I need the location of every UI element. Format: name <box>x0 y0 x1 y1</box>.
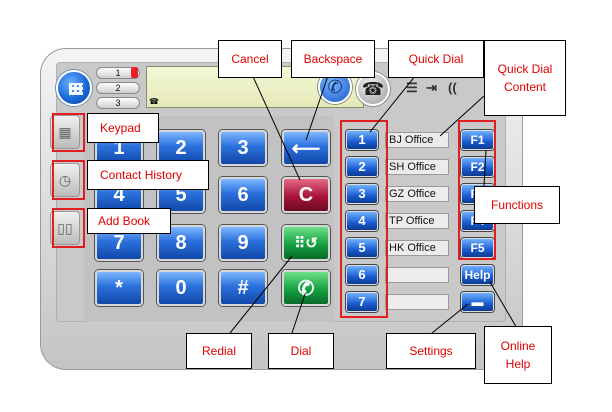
key-0[interactable]: 0 <box>157 270 205 306</box>
backspace-leader <box>305 69 331 141</box>
keypad-highlight <box>52 113 85 152</box>
hang-up-icon: ☎ <box>361 78 385 99</box>
keypad-icon: ▦ <box>58 123 72 140</box>
key-hash[interactable]: # <box>219 270 267 306</box>
clock-icon: ◷ <box>58 171 72 188</box>
quick-dial-4[interactable]: 4 <box>346 211 378 231</box>
quick-dial-6[interactable]: 6 <box>346 265 378 285</box>
quick-dial-leader <box>369 69 421 133</box>
add-book-callout: Add Book <box>87 208 171 234</box>
phone-status-icon: ☎ <box>149 97 159 106</box>
quick-dial-3[interactable]: 3 <box>346 184 378 204</box>
conference-icon[interactable]: (( <box>448 80 457 95</box>
redial-callout: Redial <box>186 333 252 369</box>
quick-dial-callout: Quick Dial <box>388 40 484 78</box>
dial-callout: Dial <box>268 333 334 369</box>
online-help-callout: Online Help <box>484 326 552 384</box>
quick-dial-content-4[interactable]: TP Office <box>385 213 449 229</box>
handset-icon: ✆ <box>297 277 315 300</box>
line-1-button[interactable]: 1 <box>96 67 140 79</box>
quick-dial-content-3[interactable]: GZ Office <box>385 186 449 202</box>
cancel-leader <box>249 69 301 181</box>
function-key-f1[interactable]: F1 <box>461 130 494 150</box>
redial-button[interactable]: ⠿↺ <box>282 225 330 261</box>
quick-dial-content-5[interactable]: HK Office <box>385 240 449 256</box>
main-menu-button[interactable] <box>56 70 92 106</box>
cancel-callout: Cancel <box>218 40 282 78</box>
contact-history-tab[interactable]: ◷ <box>50 163 80 197</box>
keypad-callout: Keypad <box>87 113 159 143</box>
functions-leader <box>483 149 487 187</box>
key-6[interactable]: 6 <box>219 177 267 213</box>
contact-history-callout: Contact History <box>87 160 209 190</box>
redial-leader <box>229 255 293 334</box>
functions-callout: Functions <box>474 186 560 224</box>
settings-bar-icon: ▬ <box>471 295 484 309</box>
cancel-button[interactable]: C <box>282 177 330 213</box>
quick-dial-7[interactable]: 7 <box>346 292 378 312</box>
add-book-tab[interactable]: ▯▯ <box>50 211 80 245</box>
line-active-indicator <box>131 67 138 78</box>
quick-dial-5[interactable]: 5 <box>346 238 378 258</box>
online-help-leader <box>489 281 519 331</box>
book-icon: ▯▯ <box>57 219 73 236</box>
settings-callout: Settings <box>386 333 476 369</box>
quick-dial-2[interactable]: 2 <box>346 157 378 177</box>
dial-leader <box>291 293 306 334</box>
settings-leader <box>431 303 469 334</box>
phone-icon: ✆ <box>327 76 343 97</box>
backspace-arrow-icon: ⟵ <box>291 137 321 160</box>
quick-dial-content-7[interactable] <box>385 294 449 310</box>
quick-dial-1[interactable]: 1 <box>346 130 378 150</box>
contact-history-highlight <box>52 160 85 200</box>
quick-dial-content-leader <box>439 95 485 137</box>
quick-dial-content-callout: Quick Dial Content <box>484 40 566 116</box>
help-button[interactable]: Help <box>461 265 494 285</box>
keypad-tab[interactable]: ▦ <box>50 115 80 149</box>
line-2-button[interactable]: 2 <box>96 82 140 94</box>
backspace-button[interactable]: ⟵ <box>282 130 330 166</box>
hold-icon[interactable]: ☰ <box>406 80 418 95</box>
settings-button[interactable]: ▬ <box>461 292 494 312</box>
function-key-f5[interactable]: F5 <box>461 238 494 258</box>
quick-dial-content-2[interactable]: SH Office <box>385 159 449 175</box>
add-book-highlight <box>52 208 85 248</box>
quick-dial-content-1[interactable]: BJ Office <box>385 132 449 148</box>
line-3-button[interactable]: 3 <box>96 97 140 109</box>
redial-icon: ⠿↺ <box>294 235 318 252</box>
key-star[interactable]: * <box>95 270 143 306</box>
quick-dial-highlight <box>340 120 388 318</box>
quick-dial-content-6[interactable] <box>385 267 449 283</box>
key-9[interactable]: 9 <box>219 225 267 261</box>
dial-button[interactable]: ✆ <box>282 270 330 306</box>
transfer-icon[interactable]: ⇥ <box>426 80 437 95</box>
backspace-callout: Backspace <box>291 40 375 78</box>
key-3[interactable]: 3 <box>219 130 267 166</box>
grid-icon <box>69 83 83 95</box>
